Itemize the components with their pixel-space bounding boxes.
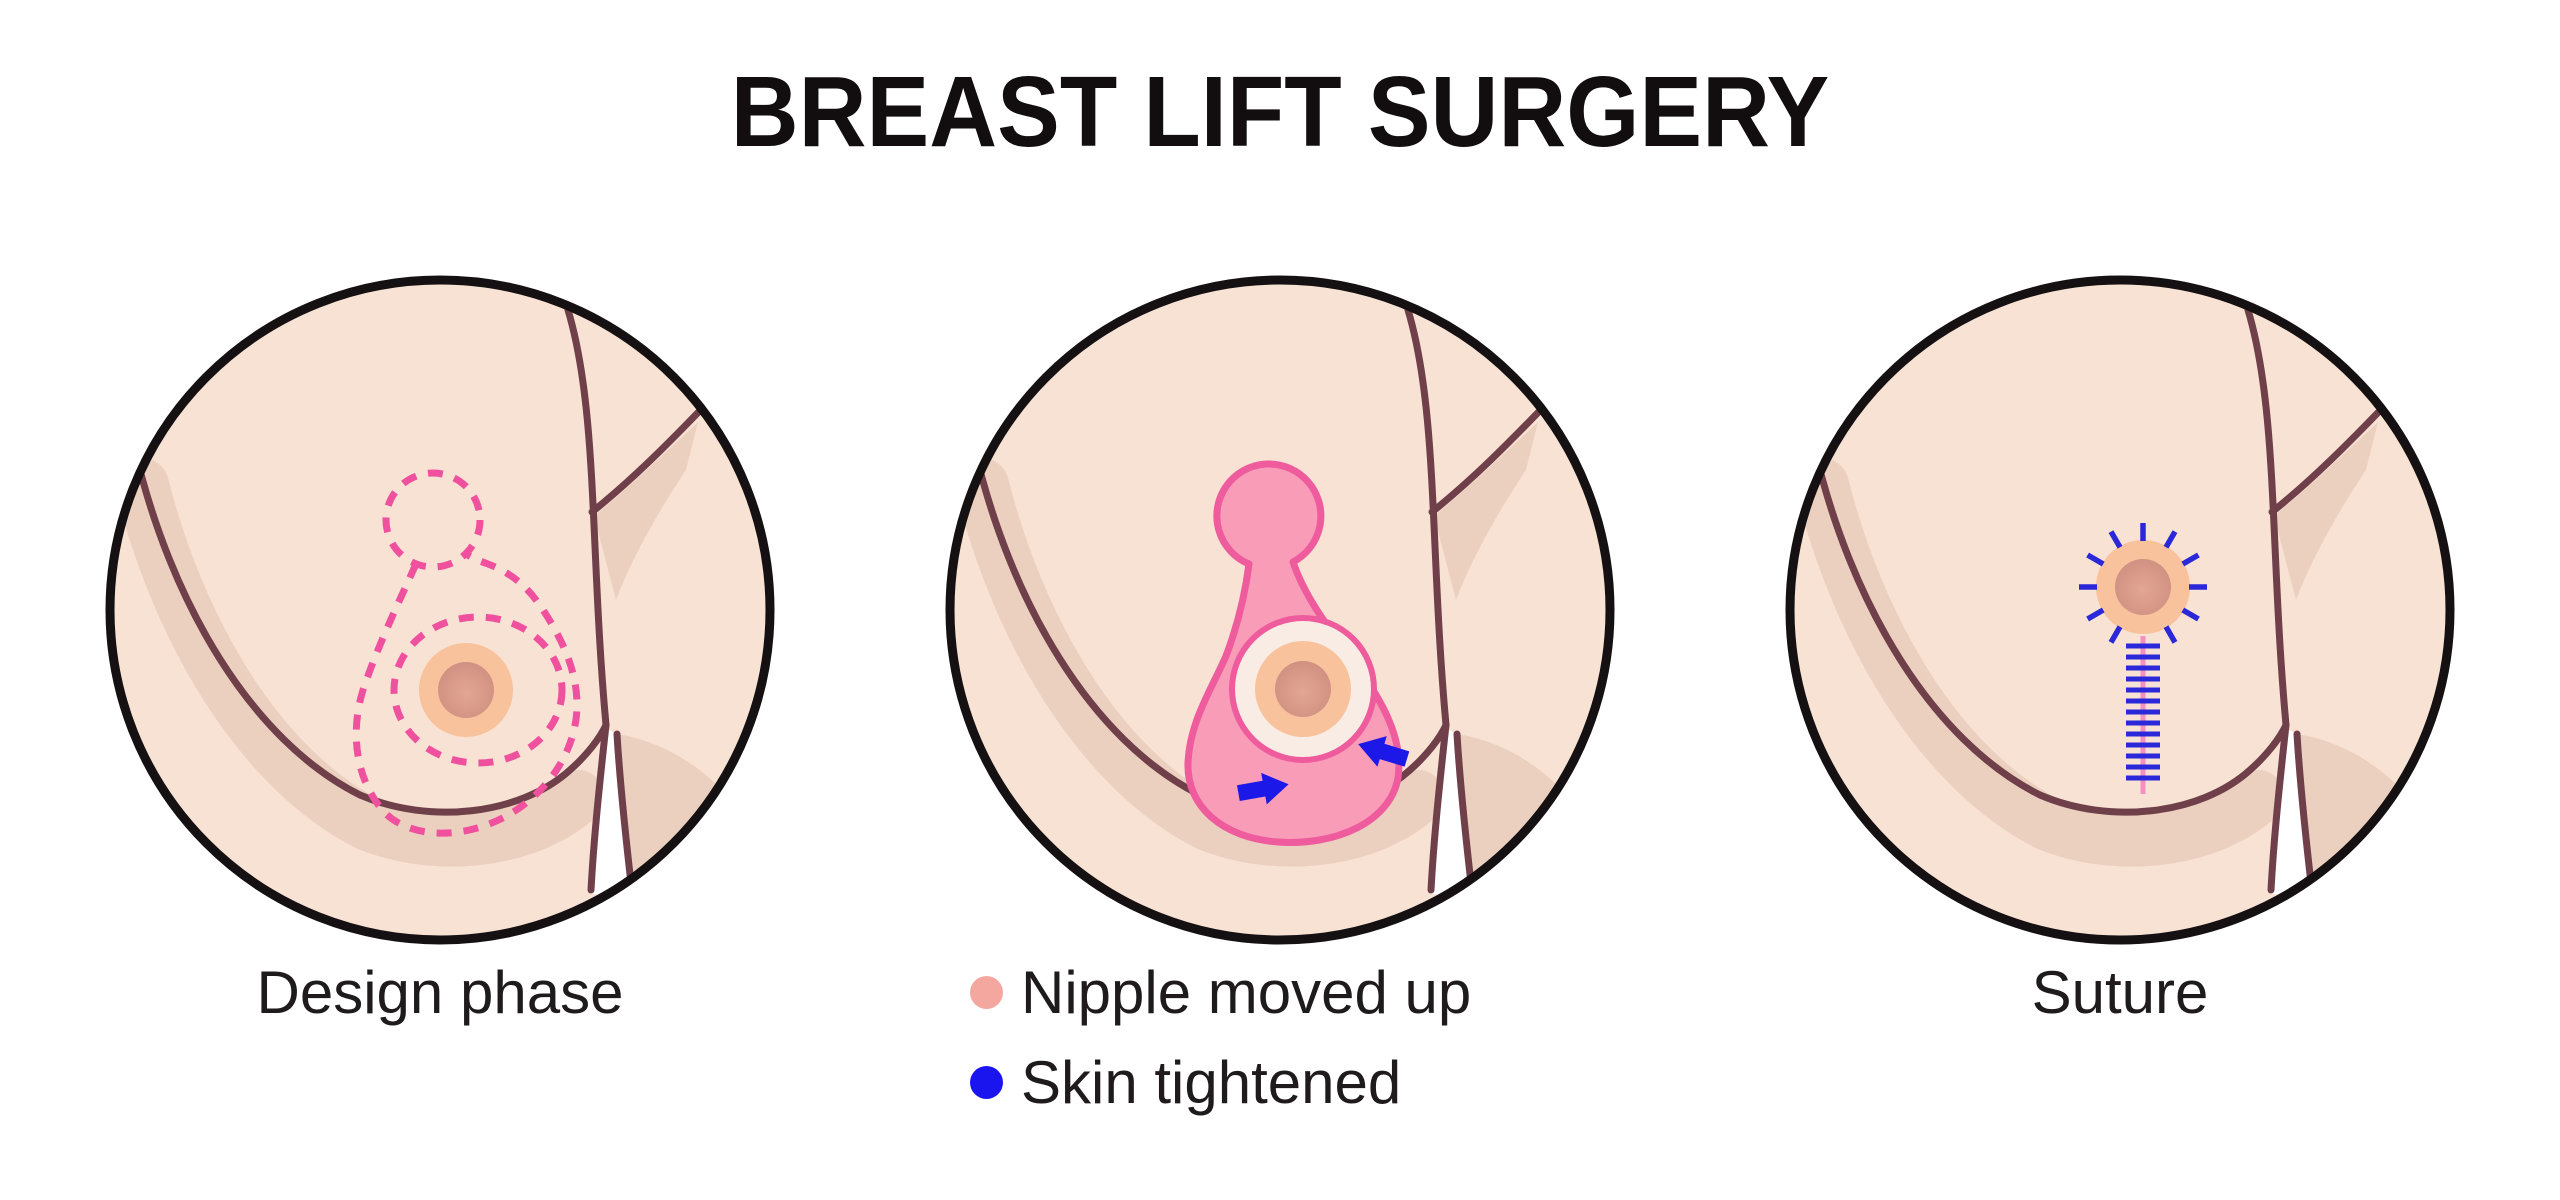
legend-label-skin-tightened: Skin tightened (1021, 1048, 1402, 1116)
side-line-1 (2267, 721, 2290, 894)
keyhole-top-circle-dashed (382, 469, 484, 571)
panel-circle-border (1785, 275, 2455, 945)
caption-design-phase: Design phase (256, 959, 624, 1026)
page-title: BREAST LIFT SURGERY (730, 56, 1830, 168)
armpit-shadow (2274, 422, 2378, 600)
shoulder-line (1428, 394, 1556, 516)
panel-design-phase: Design phase (100, 270, 780, 1027)
vertical-suture-stitches (2126, 643, 2160, 781)
body-contour-lines (1811, 306, 2396, 896)
arm-shadow (617, 734, 740, 894)
panel-circle-border (945, 275, 1615, 945)
arm-shadow (1457, 734, 1580, 894)
side-line-2 (1453, 730, 1476, 896)
skin-tighten-arrows (1236, 736, 1410, 805)
panel-illustration (945, 275, 1615, 945)
armpit-shadow (1434, 422, 1538, 600)
side-line-2 (2293, 730, 2316, 896)
armpit-line (564, 306, 610, 729)
armpit-line (1404, 306, 1450, 729)
legend-dot-skin-icon (970, 1065, 1003, 1099)
legend-item-nipple-moved-up: Nipple moved up (970, 958, 1620, 1026)
breast-fold-line (1811, 446, 2290, 816)
suture-illustration (1780, 270, 2460, 950)
panel-suture: Suture (1780, 270, 2460, 1027)
legend-label-nipple-moved-up: Nipple moved up (1021, 958, 1472, 1026)
arm-shadow (2297, 734, 2420, 894)
legend: Nipple moved up Skin tightened (940, 958, 1620, 1116)
breast-illustration (110, 280, 770, 940)
arrow-right-icon (1236, 772, 1289, 805)
keyhole-teardrop-dashed (352, 551, 581, 837)
incision-plan-dashes (352, 469, 581, 837)
shoulder-line (588, 394, 716, 516)
design-phase-illustration (100, 270, 780, 950)
nipple (2115, 559, 2171, 615)
panel-illustration (1785, 275, 2455, 945)
shoulder-line (2268, 394, 2396, 516)
areola-incision-dashed (390, 613, 566, 767)
nipple (1275, 661, 1331, 717)
lift-result-illustration (940, 270, 1620, 950)
side-line-1 (1427, 721, 1450, 894)
breast-illustration (1790, 280, 2450, 940)
legend-item-skin-tightened: Skin tightened (970, 1048, 1620, 1116)
breast-illustration (950, 280, 1610, 940)
legend-dot-nipple-icon (970, 975, 1003, 1009)
panel-illustration (105, 275, 775, 945)
breast-fold-shadow (1795, 458, 2285, 867)
armpit-shadow (594, 422, 698, 600)
nipple (438, 662, 494, 718)
side-line-1 (587, 721, 610, 894)
caption-suture: Suture (2031, 959, 2209, 1026)
arrow-left-icon (1358, 736, 1410, 767)
panel-circle-border (105, 275, 775, 945)
panel-lift-result: Nipple moved up Skin tightened (940, 270, 1620, 1140)
areola-suture-stitches (2079, 523, 2207, 644)
armpit-line (2244, 306, 2290, 729)
breast-fold-shadow (115, 458, 605, 867)
side-line-2 (613, 730, 636, 896)
